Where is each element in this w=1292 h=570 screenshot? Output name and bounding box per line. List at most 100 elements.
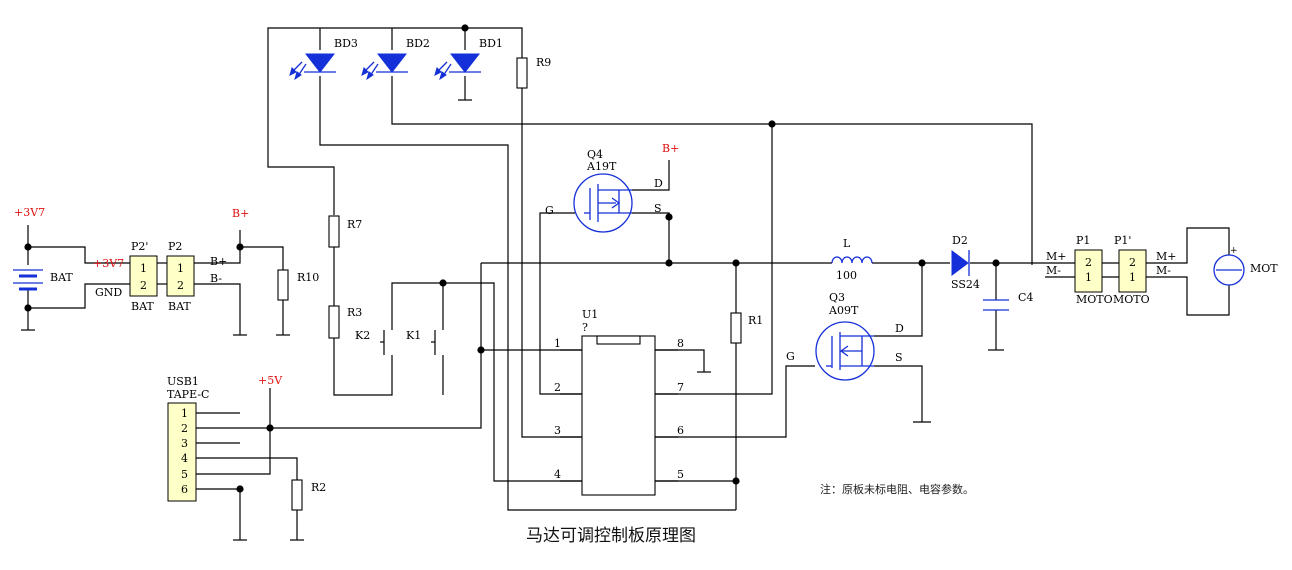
switch-k1 [431,320,444,365]
resistor-r10 [277,269,289,301]
label-u1-pin6: 6 [677,424,684,437]
resistor-r3 [328,305,340,339]
label-k1: K1 [406,329,421,342]
label-u1: U1 [582,308,598,321]
junctions [24,24,1000,493]
label-r10: R10 [297,271,319,284]
led-bd2 [361,53,408,81]
label-motor-plus: + [1230,246,1238,256]
label-q3-s: S [895,351,903,364]
label-usb1: USB1 [167,375,199,388]
label-u1-pin8: 8 [677,337,684,350]
diagram-title: 马达可调控制板原理图 [526,526,696,546]
label-usb-pin5: 5 [181,468,188,481]
label-usb-pin1: 1 [181,407,188,420]
connector-p2p [129,255,158,297]
label-u1-pin7: 7 [677,381,684,394]
label-p2p-gnd: GND [95,286,122,299]
mosfet-q4 [573,173,633,233]
label-p2-bminus: B- [210,272,222,285]
label-u1-pin4: 4 [554,468,561,481]
label-p1p-pin2: 2 [1129,256,1136,269]
label-q4: Q4 [587,148,603,161]
label-p1-mminus: M- [1046,264,1061,277]
label-usb-pin2: 2 [181,422,188,435]
label-p2-pin1: 1 [177,262,184,275]
label-p1-pin1: 1 [1085,271,1092,284]
label-u1-pin3: 3 [554,424,561,437]
label-p2-bplus: B+ [210,255,227,268]
label-p2p-pin2: 2 [140,279,147,292]
connector-p2 [166,255,195,297]
motor-mot [1213,254,1245,286]
label-u1-pin5: 5 [677,468,684,481]
connector-p1 [1074,249,1103,293]
label-p2: P2 [168,240,182,253]
label-p2p-3v7: +3V7 [93,257,124,270]
led-bd1 [434,53,481,81]
label-d2: D2 [952,234,968,247]
battery-bat [13,269,43,291]
label-p1: P1 [1076,234,1090,247]
label-inductor-val: 100 [836,269,857,282]
label-c4: C4 [1018,291,1033,304]
label-r9: R9 [536,56,551,69]
label-u1-val: ? [582,321,588,334]
label-p2p-bat: BAT [131,300,154,313]
label-bd3: BD3 [334,37,358,50]
label-net-bplus: B+ [232,207,249,220]
label-q4-d: D [654,177,663,190]
led-bd3 [289,53,336,81]
label-r1: R1 [748,314,763,327]
label-p2p: P2' [131,240,148,253]
connector-p1p [1118,249,1147,293]
label-q3-d: D [895,322,904,335]
label-r7: R7 [347,218,362,231]
label-p1p-moto: MOTO [1113,293,1150,306]
resistor-r2 [291,479,303,511]
inductor-l [831,256,873,264]
label-q3-part: A09T [828,304,859,317]
label-p1-moto: MOTO [1076,293,1113,306]
label-p1p-pin1: 1 [1129,271,1136,284]
capacitor-c4 [983,299,1009,311]
resistor-r9 [516,57,528,89]
ic-u1 [560,335,678,496]
label-p2-pin2: 2 [177,279,184,292]
label-q4-bplus: B+ [662,142,679,155]
label-d2-part: SS24 [951,278,980,291]
labels: BD3 BD2 BD1 R9 Q4 A19T B+ D S G R7 R3 K2… [14,37,1278,546]
label-p1-pin2: 2 [1085,256,1092,269]
label-usb-pin6: 6 [181,483,188,496]
label-inductor: L [843,237,851,250]
diode-d2 [951,250,970,276]
label-p2p-pin1: 1 [140,262,147,275]
label-bat: BAT [50,271,73,284]
mosfet-q3 [815,321,875,381]
label-bd1: BD1 [479,37,503,50]
label-5v: +5V [258,374,283,387]
label-q4-s: S [654,202,662,215]
label-usb-pin4: 4 [181,452,188,465]
switch-k2 [380,320,393,365]
label-u1-pin2: 2 [554,381,561,394]
label-usb-pin3: 3 [181,437,188,450]
label-q4-g: G [545,204,554,217]
label-motor-mplus: M+ [1156,250,1176,263]
label-p1-mplus: M+ [1046,250,1066,263]
label-mot: MOT [1250,262,1278,275]
resistor-r1 [730,312,742,344]
label-k2: K2 [355,329,370,342]
label-tape-c: TAPE-C [167,388,209,401]
label-q3-g: G [786,350,795,363]
label-q3: Q3 [829,291,845,304]
connector-usb1 [167,402,197,502]
label-motor-mminus: M- [1156,264,1171,277]
label-p2-bat: BAT [168,300,191,313]
label-bd2: BD2 [406,37,430,50]
label-u1-pin1: 1 [554,337,561,350]
label-r2: R2 [311,481,326,494]
label-p1p: P1' [1114,234,1131,247]
label-r3: R3 [347,306,362,319]
